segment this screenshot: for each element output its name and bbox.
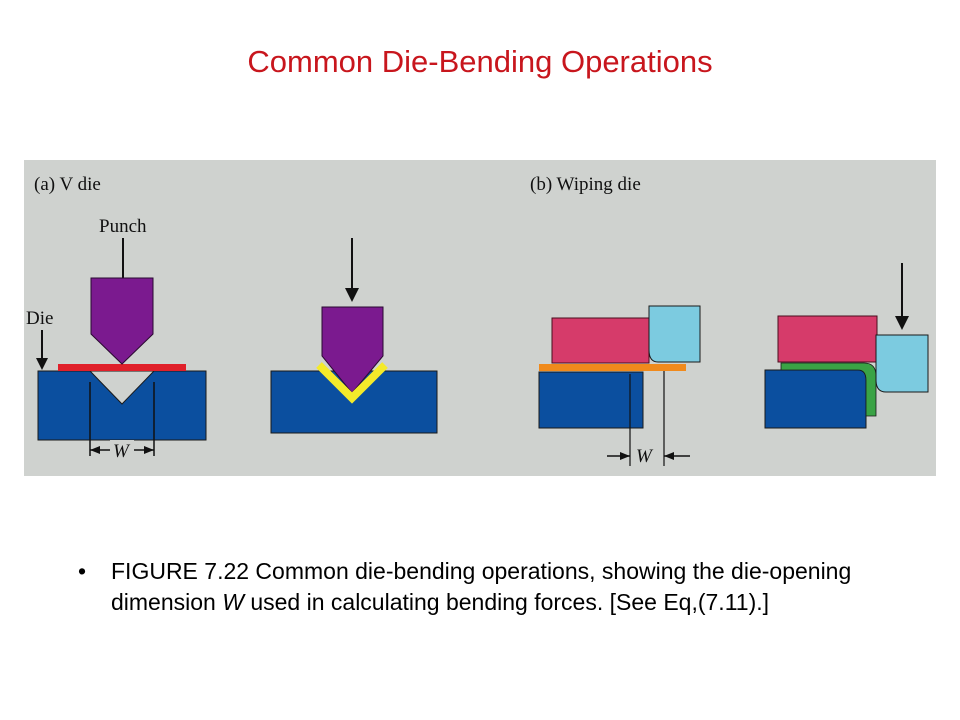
die-bending-diagram: (a) V die (b) Wiping die Punch Die W: [24, 160, 936, 476]
caption-text: FIGURE 7.22 Common die-bending operation…: [111, 556, 898, 618]
die-arrow-head: [36, 358, 48, 370]
dimension-b-label: W: [636, 446, 654, 467]
bent-sheet-v: [316, 362, 388, 404]
pressure-pad-2: [777, 315, 878, 363]
wiping-punch: [648, 305, 701, 363]
punch-label: Punch: [99, 216, 147, 237]
die-label: Die: [26, 308, 53, 329]
v-punch-2: [321, 306, 384, 394]
dimension-arrow-a-right: [144, 446, 154, 454]
figure-caption: • FIGURE 7.22 Common die-bending operati…: [78, 556, 898, 618]
dimension-arrow-b-left: [620, 452, 630, 460]
wiping-die-block: [538, 371, 644, 429]
punch-arrow-2-head: [345, 288, 359, 302]
dimension-arrow-a-left: [90, 446, 100, 454]
dimension-a-label: W: [113, 441, 131, 462]
wiping-die-block-2: [764, 369, 867, 429]
flat-sheet: [58, 364, 186, 371]
panel-a-label: (a) V die: [34, 174, 101, 195]
dimension-arrow-b-right: [664, 452, 674, 460]
caption-part-1: FIGURE 7.22 Common die-bending operation…: [111, 558, 852, 615]
wiper-arrow-head: [895, 316, 909, 330]
caption-part-2: used in calculating bending forces. [See…: [243, 589, 770, 615]
dimension-a-label-bg: [110, 440, 134, 460]
pressure-pad: [551, 317, 650, 364]
v-punch: [90, 277, 154, 365]
page-title: Common Die-Bending Operations: [247, 44, 713, 79]
wiping-punch-2: [875, 334, 929, 393]
flat-sheet-b: [539, 364, 686, 371]
die-bending-figure: (a) V die (b) Wiping die Punch Die W: [24, 160, 936, 476]
caption-bullet: •: [78, 558, 87, 584]
caption-w: W: [222, 589, 244, 615]
bent-sheet-wiped: [780, 362, 877, 417]
panel-b-label: (b) Wiping die: [530, 174, 641, 195]
